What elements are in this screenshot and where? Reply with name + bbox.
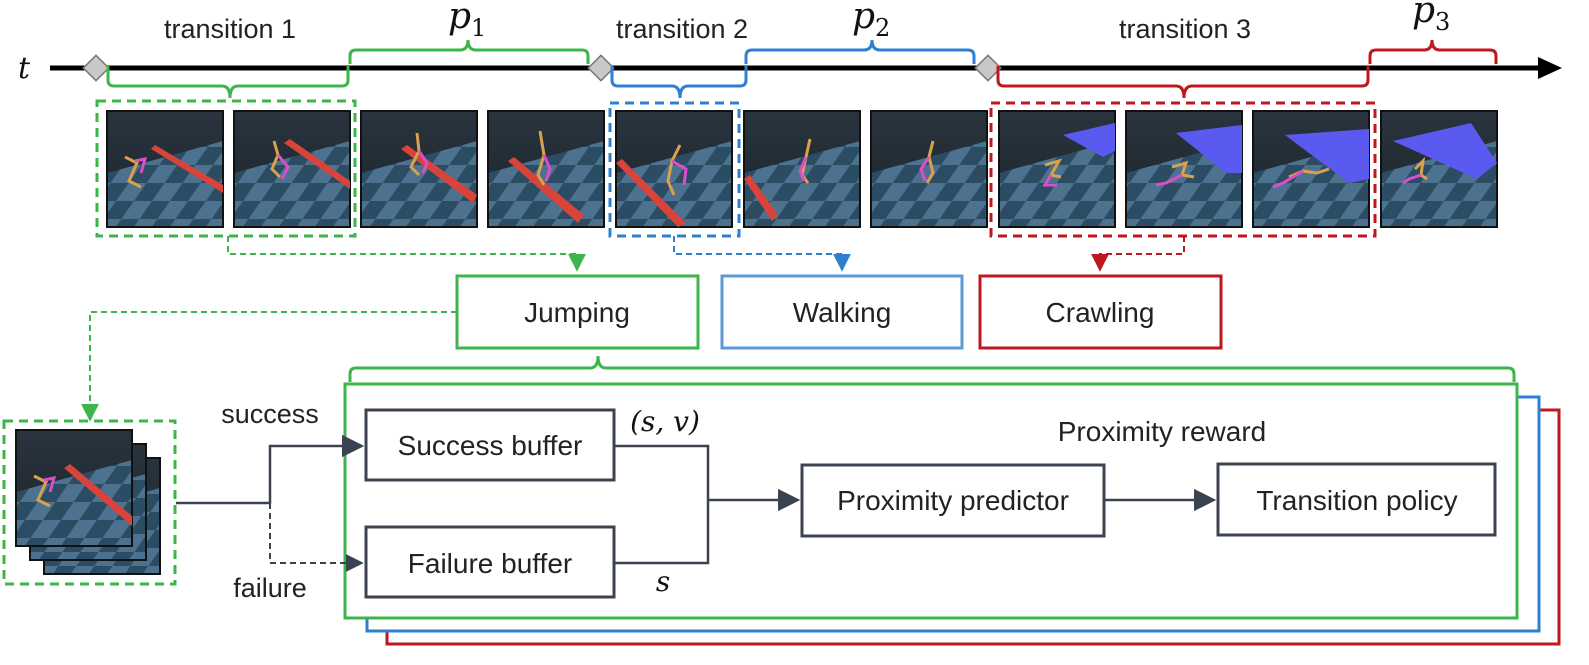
- primitive-3-brace: [1368, 39, 1498, 64]
- transition-start-marker: [974, 54, 1002, 82]
- simulation-frame: [1252, 110, 1370, 228]
- timeline-axis-label: t: [18, 51, 31, 86]
- simulation-frame: [233, 110, 351, 228]
- simulation-frame: [998, 110, 1116, 228]
- transition-1-frames-box: [95, 99, 357, 238]
- failure-state-label: s: [656, 565, 670, 598]
- transition-1-label: transition 1: [164, 14, 296, 44]
- crawling-skill-label: Crawling: [1046, 297, 1155, 328]
- transition-2-brace: [610, 66, 748, 99]
- success-buffer-label: Success buffer: [398, 430, 583, 461]
- jumping-skill-box: [455, 274, 700, 350]
- transition-start-marker: [587, 54, 615, 82]
- simulation-frame: [106, 110, 224, 228]
- rollout-stack: [15, 429, 161, 575]
- jumping-module-brace: [348, 355, 1516, 382]
- simulation-frame: [360, 110, 478, 228]
- simulation-frame: [487, 110, 605, 228]
- success-label: success: [221, 399, 319, 429]
- simulation-frame: [870, 110, 988, 228]
- simulation-frame: [1380, 110, 1498, 228]
- transition-2-frames-box: [608, 101, 741, 238]
- transition-3-brace: [996, 66, 1370, 99]
- transition-2-to-walking-arrow: [673, 236, 851, 272]
- transition-1-to-jumping-arrow: [227, 236, 586, 272]
- proximity-predictor-label: Proximity predictor: [837, 485, 1069, 516]
- crawling-skill-box: [978, 274, 1223, 350]
- primitive-2-brace: [744, 39, 976, 64]
- buffers-merge-line: [614, 444, 710, 565]
- transition-policy-box: [1216, 462, 1497, 537]
- rollouts-to-failure-buffer-arrow: [269, 503, 364, 572]
- walking-skill-box: [720, 274, 964, 350]
- primitive-2-label: p2: [852, 0, 890, 42]
- transition-3-label: transition 3: [1119, 14, 1251, 44]
- transition-2-label: transition 2: [616, 14, 748, 44]
- simulation-frame: [1125, 110, 1243, 228]
- primitive-1-label: p1: [448, 0, 486, 42]
- jumping-to-rollouts-arrow: [81, 311, 457, 422]
- primitive-1-brace: [348, 39, 590, 64]
- transition-1-brace: [106, 66, 350, 99]
- rollouts-to-success-buffer-arrow: [176, 434, 365, 505]
- failure-buffer-box: [364, 525, 616, 599]
- simulation-frame: [743, 110, 861, 228]
- transition-policy-label: Transition policy: [1256, 485, 1457, 516]
- jumping-skill-label: Jumping: [524, 297, 630, 328]
- transition-start-marker: [82, 54, 110, 82]
- primitive-3-label: p3: [1412, 0, 1450, 36]
- walking-skill-label: Walking: [793, 297, 892, 328]
- failure-buffer-label: Failure buffer: [408, 548, 572, 579]
- transition-3-to-crawling-arrow: [1091, 236, 1185, 272]
- rollouts-box: [2, 419, 177, 586]
- simulation-frame: [615, 110, 733, 228]
- failure-label: failure: [233, 573, 307, 603]
- proximity-reward-label: Proximity reward: [1058, 416, 1266, 447]
- success-tuple-label: (s, v): [630, 405, 700, 438]
- timeline-arrowhead: [1538, 57, 1562, 79]
